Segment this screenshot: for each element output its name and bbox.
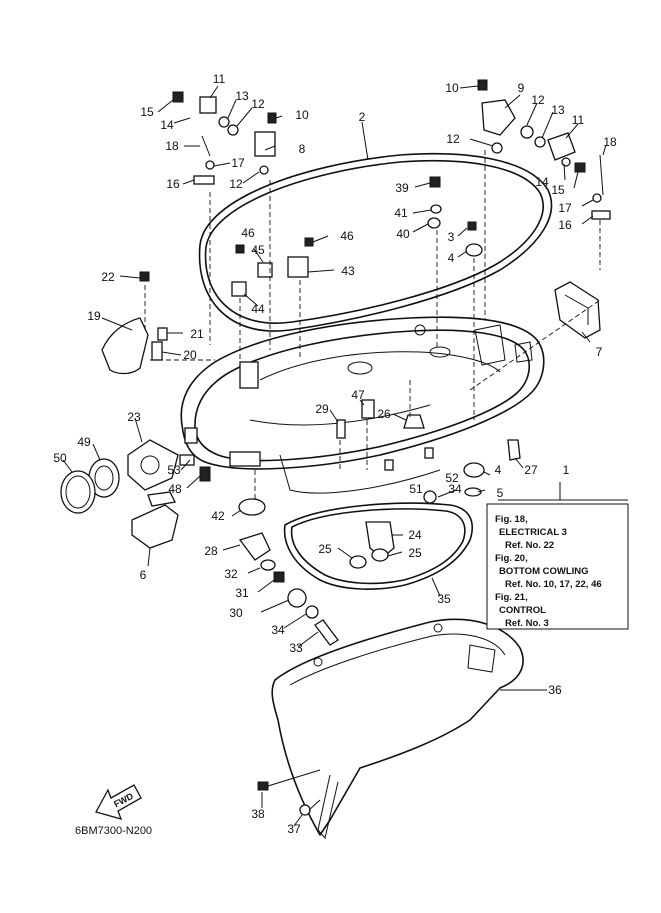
callout: 12 (229, 177, 243, 191)
forward-direction-arrow-icon: FWD (95, 784, 142, 820)
callout: 6 (140, 568, 147, 582)
callout: 4 (495, 463, 502, 477)
callout: 42 (211, 509, 225, 523)
note-line: Fig. 20, (495, 553, 528, 564)
callout: 34 (448, 482, 462, 496)
bottom-cowling-body (180, 316, 545, 494)
callout: 43 (341, 264, 355, 278)
callout: 32 (224, 567, 238, 581)
callout: 29 (315, 402, 329, 416)
callout-numbers: 11 15 14 13 12 10 18 17 8 16 12 2 10 9 1… (53, 72, 617, 836)
callout: 36 (548, 683, 562, 697)
callout: 14 (535, 175, 549, 189)
note-line: Fig. 21, (495, 592, 528, 603)
callout: 12 (251, 97, 265, 111)
callout: 11 (572, 113, 585, 127)
bracket-part-19 (101, 317, 168, 375)
callout: 37 (287, 822, 301, 836)
callout: 52 (445, 471, 459, 485)
callout: 31 (235, 586, 249, 600)
callout: 13 (235, 89, 249, 103)
callout: 18 (165, 139, 179, 153)
callout: 45 (251, 243, 265, 257)
callout: 16 (558, 218, 572, 232)
grommet-assembly (60, 439, 179, 514)
diagram-code: 6BM7300-N200 (75, 825, 152, 837)
callout: 22 (101, 270, 115, 284)
callout: 13 (551, 103, 565, 117)
callout: 18 (603, 135, 617, 149)
callout: 15 (551, 183, 565, 197)
note-line: Ref. No. 3 (505, 618, 549, 629)
callout: 2 (359, 110, 366, 124)
callout: 23 (127, 410, 141, 424)
callout: 47 (351, 388, 365, 402)
callout: 40 (396, 227, 410, 241)
callout: 17 (231, 156, 245, 170)
callout: 48 (168, 482, 182, 496)
callout: 30 (229, 606, 243, 620)
callout: 16 (166, 177, 180, 191)
callout: 11 (213, 72, 226, 86)
callout: 25 (408, 546, 422, 560)
note-line: BOTTOM COWLING (499, 566, 589, 577)
guide-lines (144, 150, 601, 500)
callout: 20 (183, 348, 197, 362)
callout: 28 (204, 544, 218, 558)
callout: 38 (251, 807, 265, 821)
callout: 46 (340, 229, 354, 243)
callout: 44 (251, 302, 265, 316)
callout: 10 (445, 81, 459, 95)
callout: 12 (531, 93, 545, 107)
callout: 49 (77, 435, 91, 449)
callout: 21 (190, 327, 204, 341)
note-line: Fig. 18, (495, 514, 528, 525)
note-line: CONTROL (499, 605, 546, 616)
callout: 5 (497, 486, 504, 500)
callout: 27 (524, 463, 538, 477)
callout: 41 (394, 206, 408, 220)
callout: 50 (53, 451, 67, 465)
callout: 34 (271, 623, 285, 637)
callout: 10 (295, 108, 309, 122)
callout: 24 (408, 528, 422, 542)
callout: 1 (563, 463, 570, 477)
cover-part-6 (131, 504, 179, 549)
cowling-seal-part-2 (198, 152, 553, 332)
callout: 33 (289, 641, 303, 655)
callout: 35 (437, 592, 451, 606)
callout: 3 (448, 230, 455, 244)
callout: 7 (596, 345, 603, 359)
callout: 19 (87, 309, 101, 323)
leader-lines (62, 85, 628, 827)
callout: 9 (518, 81, 525, 95)
reference-note-box: Fig. 18, ELECTRICAL 3 Ref. No. 22 Fig. 2… (486, 503, 629, 630)
callout: 4 (448, 251, 455, 265)
callout: 17 (558, 201, 572, 215)
callout: 39 (395, 181, 409, 195)
hardware-parts (139, 79, 611, 816)
callout: 25 (318, 542, 332, 556)
callout: 51 (409, 482, 423, 496)
lower-cowling-part-36 (271, 618, 524, 840)
callout: 14 (160, 118, 174, 132)
callout: 53 (167, 463, 181, 477)
callout: 46 (241, 226, 255, 240)
side-cover-part-7 (554, 281, 601, 339)
note-line: ELECTRICAL 3 (499, 527, 567, 538)
note-line: Ref. No. 22 (505, 540, 554, 551)
note-line: Ref. No. 10, 17, 22, 46 (505, 579, 602, 590)
gasket-part-35 (283, 502, 474, 590)
callout: 12 (446, 132, 460, 146)
callout: 15 (140, 105, 154, 119)
callout: 26 (377, 407, 391, 421)
callout: 8 (299, 142, 306, 156)
